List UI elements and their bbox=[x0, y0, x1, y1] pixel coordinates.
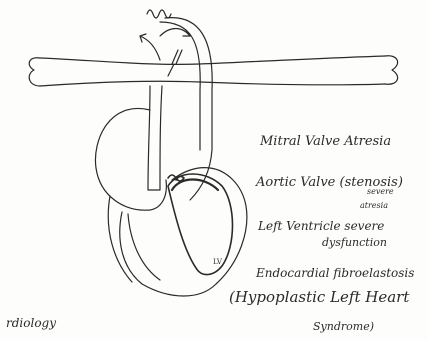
label-aortic-atresia: atresia bbox=[360, 201, 388, 210]
heart-outline bbox=[120, 168, 247, 296]
pulmonary-trunk bbox=[148, 86, 162, 190]
label-syndrome-1: (Hypoplastic Left Heart bbox=[229, 288, 409, 306]
label-endocardial: Endocardial fibroelastosis bbox=[256, 266, 414, 280]
flow-arrows bbox=[140, 29, 190, 77]
top-squiggle bbox=[147, 10, 171, 18]
valve-scribble bbox=[168, 175, 184, 181]
great-vessel-inner bbox=[160, 22, 200, 150]
left-ventricle bbox=[168, 174, 233, 275]
label-lv-dysfunction-1: Left Ventricle severe bbox=[258, 219, 384, 233]
lv-label: LV bbox=[213, 258, 222, 266]
great-vessel bbox=[165, 18, 212, 200]
source-text: rdiology bbox=[6, 316, 56, 330]
label-aortic-severe: severe bbox=[367, 187, 394, 196]
right-atrium bbox=[95, 108, 166, 210]
ventricle-chamber bbox=[128, 214, 160, 280]
label-syndrome-2: Syndrome) bbox=[313, 320, 374, 333]
pulmonary-arteries bbox=[29, 56, 397, 86]
label-mitral-valve: Mitral Valve Atresia bbox=[260, 134, 391, 149]
label-lv-dysfunction-2: dysfunction bbox=[322, 236, 387, 249]
